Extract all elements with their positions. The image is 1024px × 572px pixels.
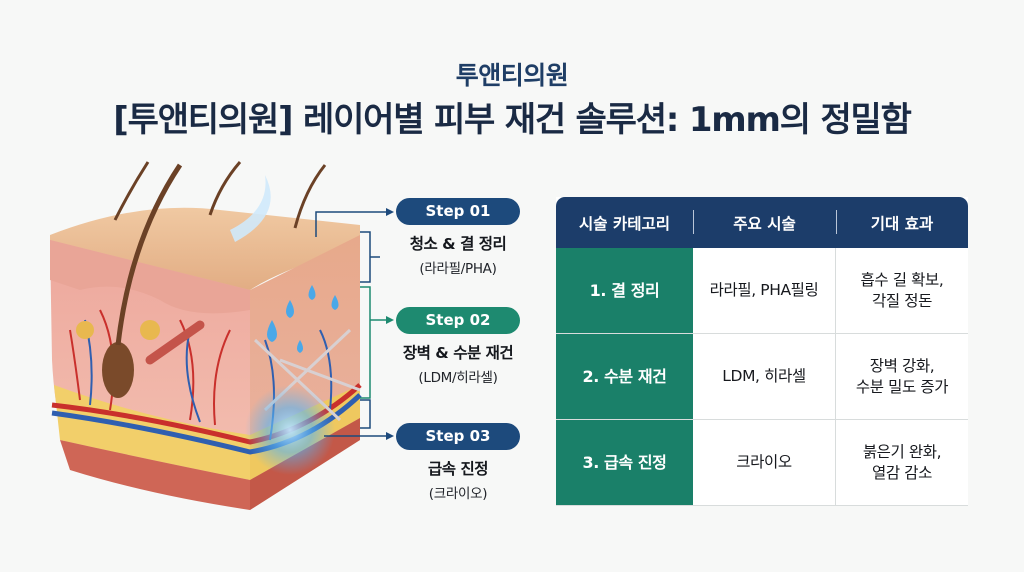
step-03-subtitle: (크라이오) [428, 486, 488, 502]
header-effect: 기대 효과 [836, 209, 968, 234]
table-row: 1. 결 정리 라라필, PHA필링 흡수 길 확보, 각질 정돈 [556, 248, 968, 334]
row-effect: 흡수 길 확보, 각질 정돈 [860, 270, 944, 310]
row-treatment: LDM, 히라셀 [693, 334, 836, 419]
clinic-name: 투앤티의원 [455, 61, 569, 90]
row-category: 2. 수분 재건 [556, 334, 693, 419]
step-03-title: 급속 진정 [428, 460, 488, 478]
step-02-subtitle: (LDM/히라셀) [418, 370, 498, 386]
step-03-badge: Step 03 [396, 423, 520, 450]
row-effect: 붉은기 완화, 열감 감소 [862, 442, 942, 482]
row-treatment: 라라필, PHA필링 [693, 248, 836, 333]
skin-cross-section-illustration [50, 161, 362, 510]
header-category: 시술 카테고리 [579, 214, 670, 233]
step-01-badge: Step 01 [396, 198, 520, 225]
table-row: 2. 수분 재건 LDM, 히라셀 장벽 강화, 수분 밀도 증가 [556, 334, 968, 420]
header-treatment: 주요 시술 [693, 209, 836, 234]
page-title: [투앤티의원] 레이어별 피부 재건 솔루션: 1mm의 정밀함 [113, 100, 912, 140]
step-01: Step 01 청소 & 결 정리 (라라필/PHA) [396, 198, 520, 277]
treatment-table: 시술 카테고리 주요 시술 기대 효과 1. 결 정리 라라필, PHA필링 흡… [556, 197, 968, 506]
step-02-title: 장벽 & 수분 재건 [402, 344, 514, 362]
table-header: 시술 카테고리 주요 시술 기대 효과 [556, 197, 968, 248]
step-01-subtitle: (라라필/PHA) [419, 261, 497, 277]
row-treatment: 크라이오 [693, 420, 836, 505]
row-category: 3. 급속 진정 [556, 420, 693, 505]
step-01-title: 청소 & 결 정리 [409, 235, 507, 253]
step-03: Step 03 급속 진정 (크라이오) [396, 423, 520, 502]
step-02-badge: Step 02 [396, 307, 520, 334]
row-category: 1. 결 정리 [556, 248, 693, 333]
row-effect: 장벽 강화, 수분 밀도 증가 [855, 356, 949, 396]
table-row: 3. 급속 진정 크라이오 붉은기 완화, 열감 감소 [556, 420, 968, 506]
step-02: Step 02 장벽 & 수분 재건 (LDM/히라셀) [396, 307, 520, 386]
